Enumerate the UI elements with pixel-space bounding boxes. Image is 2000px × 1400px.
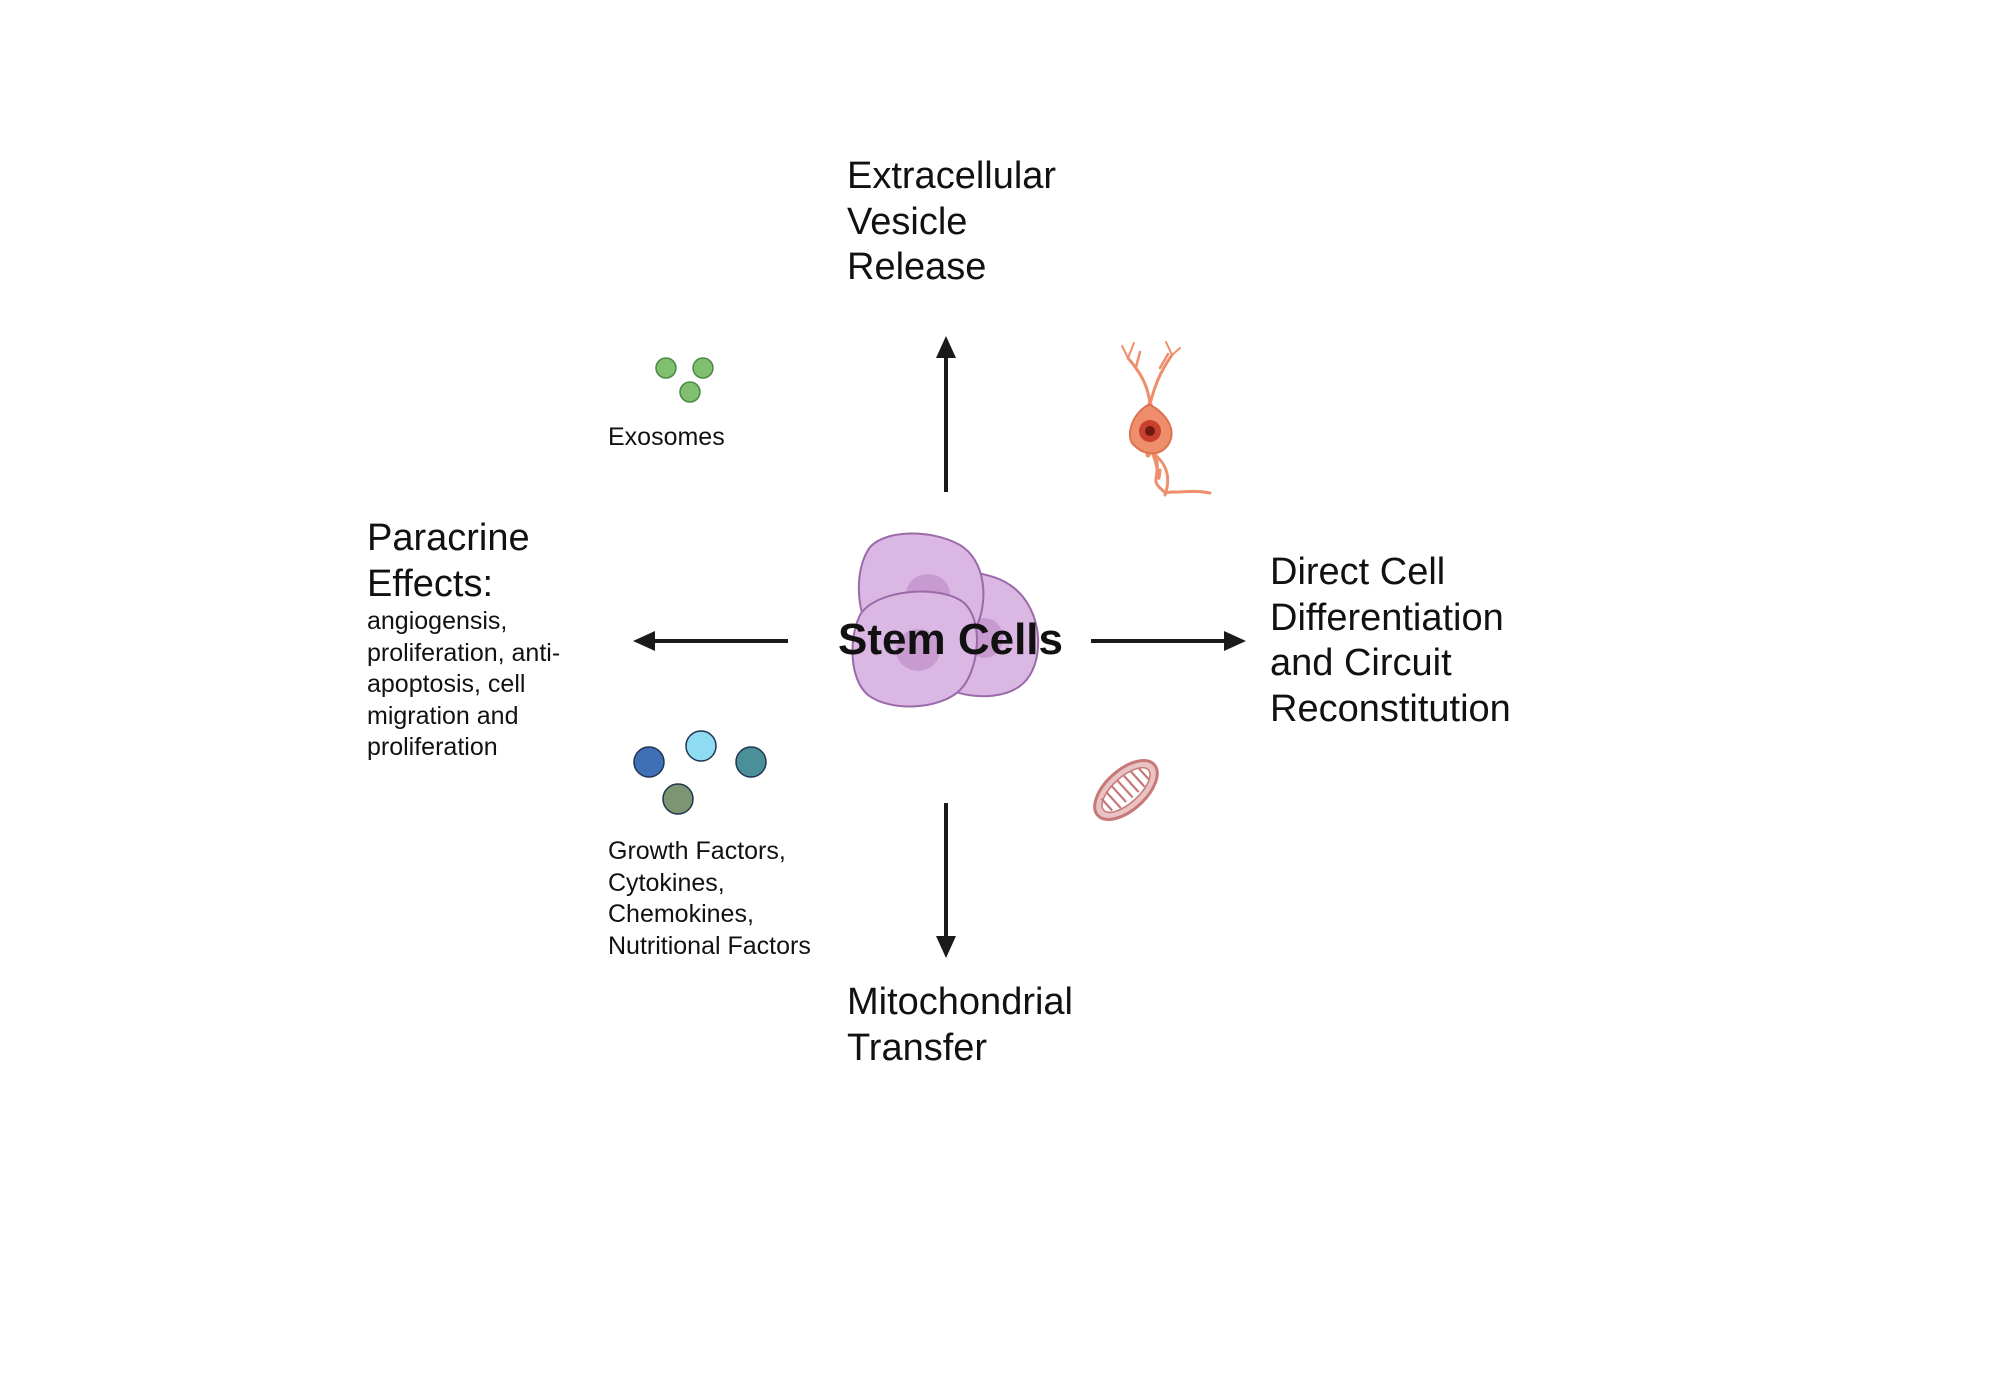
mitochondrial-transfer-label: Mitochondrial Transfer — [847, 981, 1073, 1069]
arrow-down-head — [936, 936, 956, 958]
growth-factor-icon — [633, 730, 767, 815]
stem-cells-label: Stem Cells — [838, 615, 1063, 664]
stem-cell-icon — [851, 532, 1040, 708]
exosomes-label: Exosomes — [608, 423, 725, 451]
neuron-icon — [1121, 341, 1212, 497]
paracrine-effects-label: Paracrine Effects: — [367, 517, 530, 605]
arrow-right-head — [1224, 631, 1246, 651]
extracellular-vesicle-release-label: Extracellular Vesicle Release — [847, 155, 1057, 289]
exosome-icon — [655, 357, 714, 403]
arrow-up-head — [936, 336, 956, 358]
arrow-left-head — [633, 631, 655, 651]
paracrine-effects-detail: angiogensis, proliferation, anti- apopto… — [367, 607, 561, 761]
growth-factors-label: Growth Factors, Cytokines, Chemokines, N… — [608, 837, 811, 960]
mitochondrion-icon — [1093, 759, 1159, 821]
direct-cell-differentiation-label: Direct Cell Differentiation and Circuit … — [1270, 551, 1511, 730]
